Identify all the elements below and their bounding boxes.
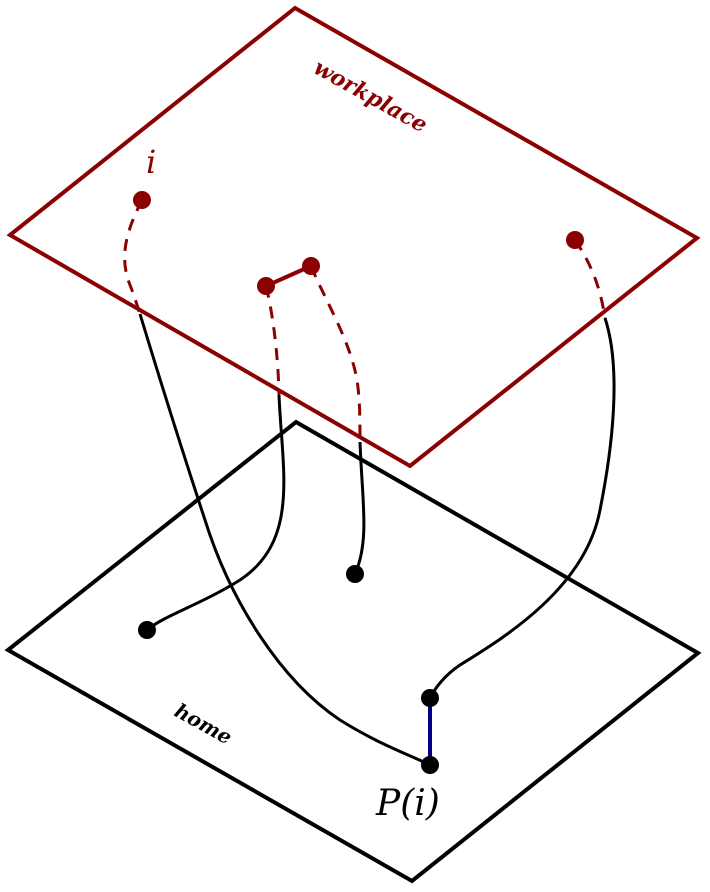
workplace-node-left [257, 277, 275, 295]
home-label: home [171, 698, 237, 749]
workplace-node-far-right [566, 231, 584, 249]
connector-left-dashed [264, 285, 281, 396]
connector-right-solid [428, 317, 616, 699]
node-p-label: P(i) [375, 783, 440, 824]
node-i-label: i [146, 143, 156, 181]
home-node-p [421, 756, 439, 774]
connector-i-dashed [123, 199, 144, 315]
connector-middle-solid [353, 441, 366, 575]
workplace-label: workplace [309, 55, 432, 139]
workplace-plane [6, 5, 701, 469]
home-node-center [346, 565, 364, 583]
connector-left-solid [146, 394, 286, 632]
connector-i-to-p [138, 313, 431, 767]
workplace-node-i [133, 191, 151, 209]
connector-right-dashed [573, 239, 607, 319]
home-plane [4, 419, 702, 884]
workplace-node-right [302, 257, 320, 275]
home-node-left [138, 621, 156, 639]
connector-middle-dashed [309, 265, 362, 443]
home-node-upper [421, 689, 439, 707]
